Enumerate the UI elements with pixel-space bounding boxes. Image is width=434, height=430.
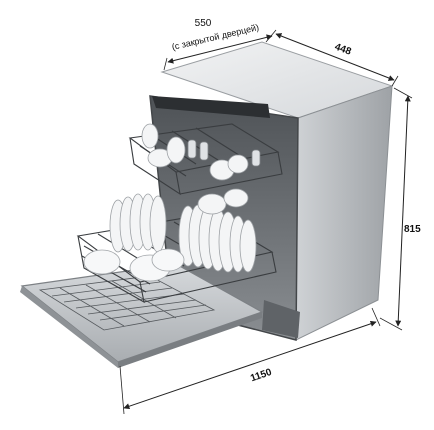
dim-line-448 <box>275 33 395 81</box>
control-panel-strip <box>152 96 270 118</box>
upper-dishes <box>141 123 249 215</box>
door-edge <box>20 286 118 368</box>
dim-line-815 <box>395 95 411 327</box>
dimension-height: 815 <box>379 87 421 331</box>
dim-label-1150: 1150 <box>249 367 274 385</box>
ext-line-1150-left <box>119 365 125 415</box>
lower-rack <box>76 193 277 304</box>
dim-line-550 <box>167 34 273 64</box>
upper-rack <box>128 123 283 215</box>
ext-line-448-right <box>391 75 399 87</box>
ext-line-815-top <box>393 87 413 99</box>
cutlery-tray <box>38 275 216 331</box>
cabinet-side-panel <box>295 85 393 341</box>
dim-line-1150 <box>123 320 377 410</box>
dim-label-550: 550 <box>195 18 212 29</box>
ext-line-1150-right <box>371 307 381 327</box>
lower-plates <box>109 193 257 273</box>
ext-line-815-bottom <box>379 317 403 331</box>
dim-label-815: 815 <box>404 224 421 235</box>
ext-line-550-left <box>163 57 168 71</box>
lower-bowls <box>83 248 185 282</box>
ext-line-550-right <box>265 29 277 43</box>
dim-label-448: 448 <box>333 42 353 58</box>
upper-glasses <box>187 139 261 167</box>
